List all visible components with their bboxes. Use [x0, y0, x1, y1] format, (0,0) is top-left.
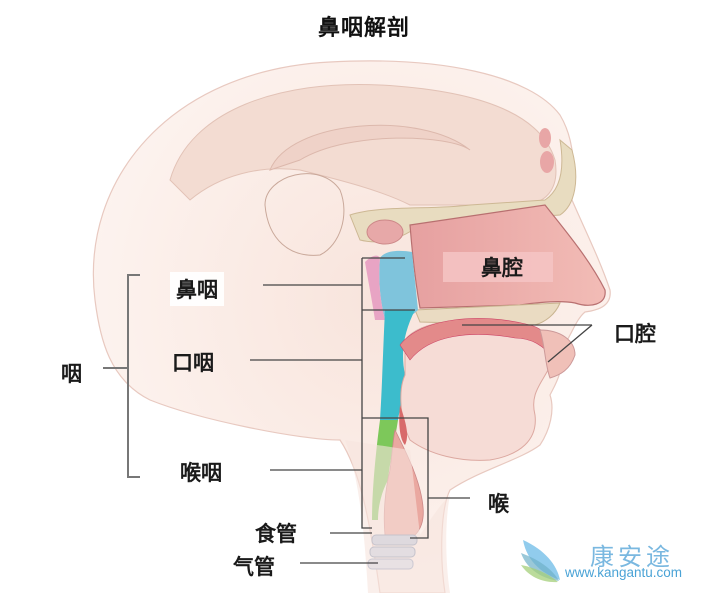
brain	[169, 83, 557, 206]
neck	[345, 440, 450, 593]
label-esophagus: 食管	[255, 522, 297, 546]
label-nasopharynx: 鼻咽	[170, 272, 224, 306]
label-pharynx: 咽	[61, 362, 82, 386]
label-laryngopharynx: 喉咽	[180, 461, 222, 485]
pharynx-bracket	[103, 274, 140, 478]
sphenoid-sinus	[366, 219, 404, 245]
corpus-callosum	[269, 124, 471, 171]
label-trachea: 气管	[233, 555, 275, 579]
label-nasal-cavity: 鼻腔	[443, 252, 553, 282]
frontal-sinus-1	[539, 128, 551, 148]
epiglottis	[399, 405, 408, 445]
cerebellum	[264, 173, 345, 256]
label-oropharynx: 口咽	[172, 351, 214, 375]
oropharynx-region	[380, 310, 415, 420]
label-larynx: 喉	[488, 492, 509, 516]
watermark-name: 康安途	[590, 543, 674, 571]
region-boxes	[361, 257, 429, 539]
nasopharynx-region	[379, 250, 418, 322]
label-oral-cavity: 口腔	[614, 322, 656, 346]
watermark-url: www.kangantu.com	[565, 565, 683, 580]
diagram-title: 鼻咽解剖	[317, 16, 410, 41]
leaf-logo-icon	[521, 540, 560, 583]
leader-lines	[250, 284, 593, 564]
watermark-logo: 康安途 www.kangantu.com	[515, 535, 715, 585]
nasopharynx-pink-edge	[365, 255, 385, 320]
frontal-sinus-2	[540, 151, 554, 173]
